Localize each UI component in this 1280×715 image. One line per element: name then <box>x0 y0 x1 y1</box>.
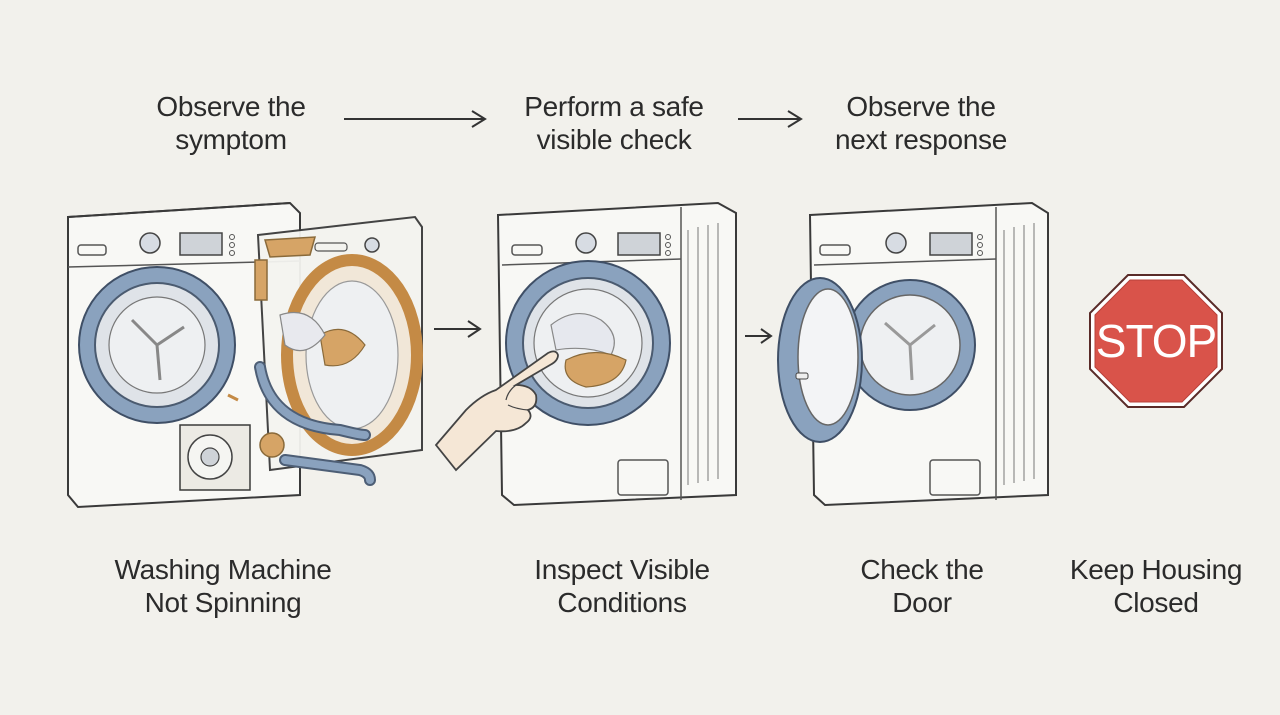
caption-washing-machine-not-spinning: Washing Machine Not Spinning <box>114 554 332 618</box>
washing-machine-icon <box>434 201 737 507</box>
step-2-label: Perform a safe visible check <box>524 91 704 155</box>
step-3-label: Observe the next response <box>835 91 1007 155</box>
caption-check-the-door: Check the Door <box>860 554 984 618</box>
arrow-right-icon <box>745 328 773 344</box>
washing-machine-door-open-icon <box>777 201 1049 507</box>
arrow-right-icon <box>434 320 482 338</box>
pointing-hand-icon <box>434 350 559 472</box>
stop-sign-icon <box>1089 274 1223 408</box>
stop-sign-text: STOP <box>1095 315 1217 367</box>
caption-keep-housing-closed: Keep Housing Closed <box>1069 554 1243 618</box>
step-1-label: Observe the symptom <box>156 91 306 155</box>
arrow-right-icon <box>738 110 803 128</box>
washing-machine-opened-icon <box>67 201 423 509</box>
arrow-right-icon <box>344 110 487 128</box>
caption-inspect-visible-conditions: Inspect Visible Conditions <box>534 554 710 618</box>
